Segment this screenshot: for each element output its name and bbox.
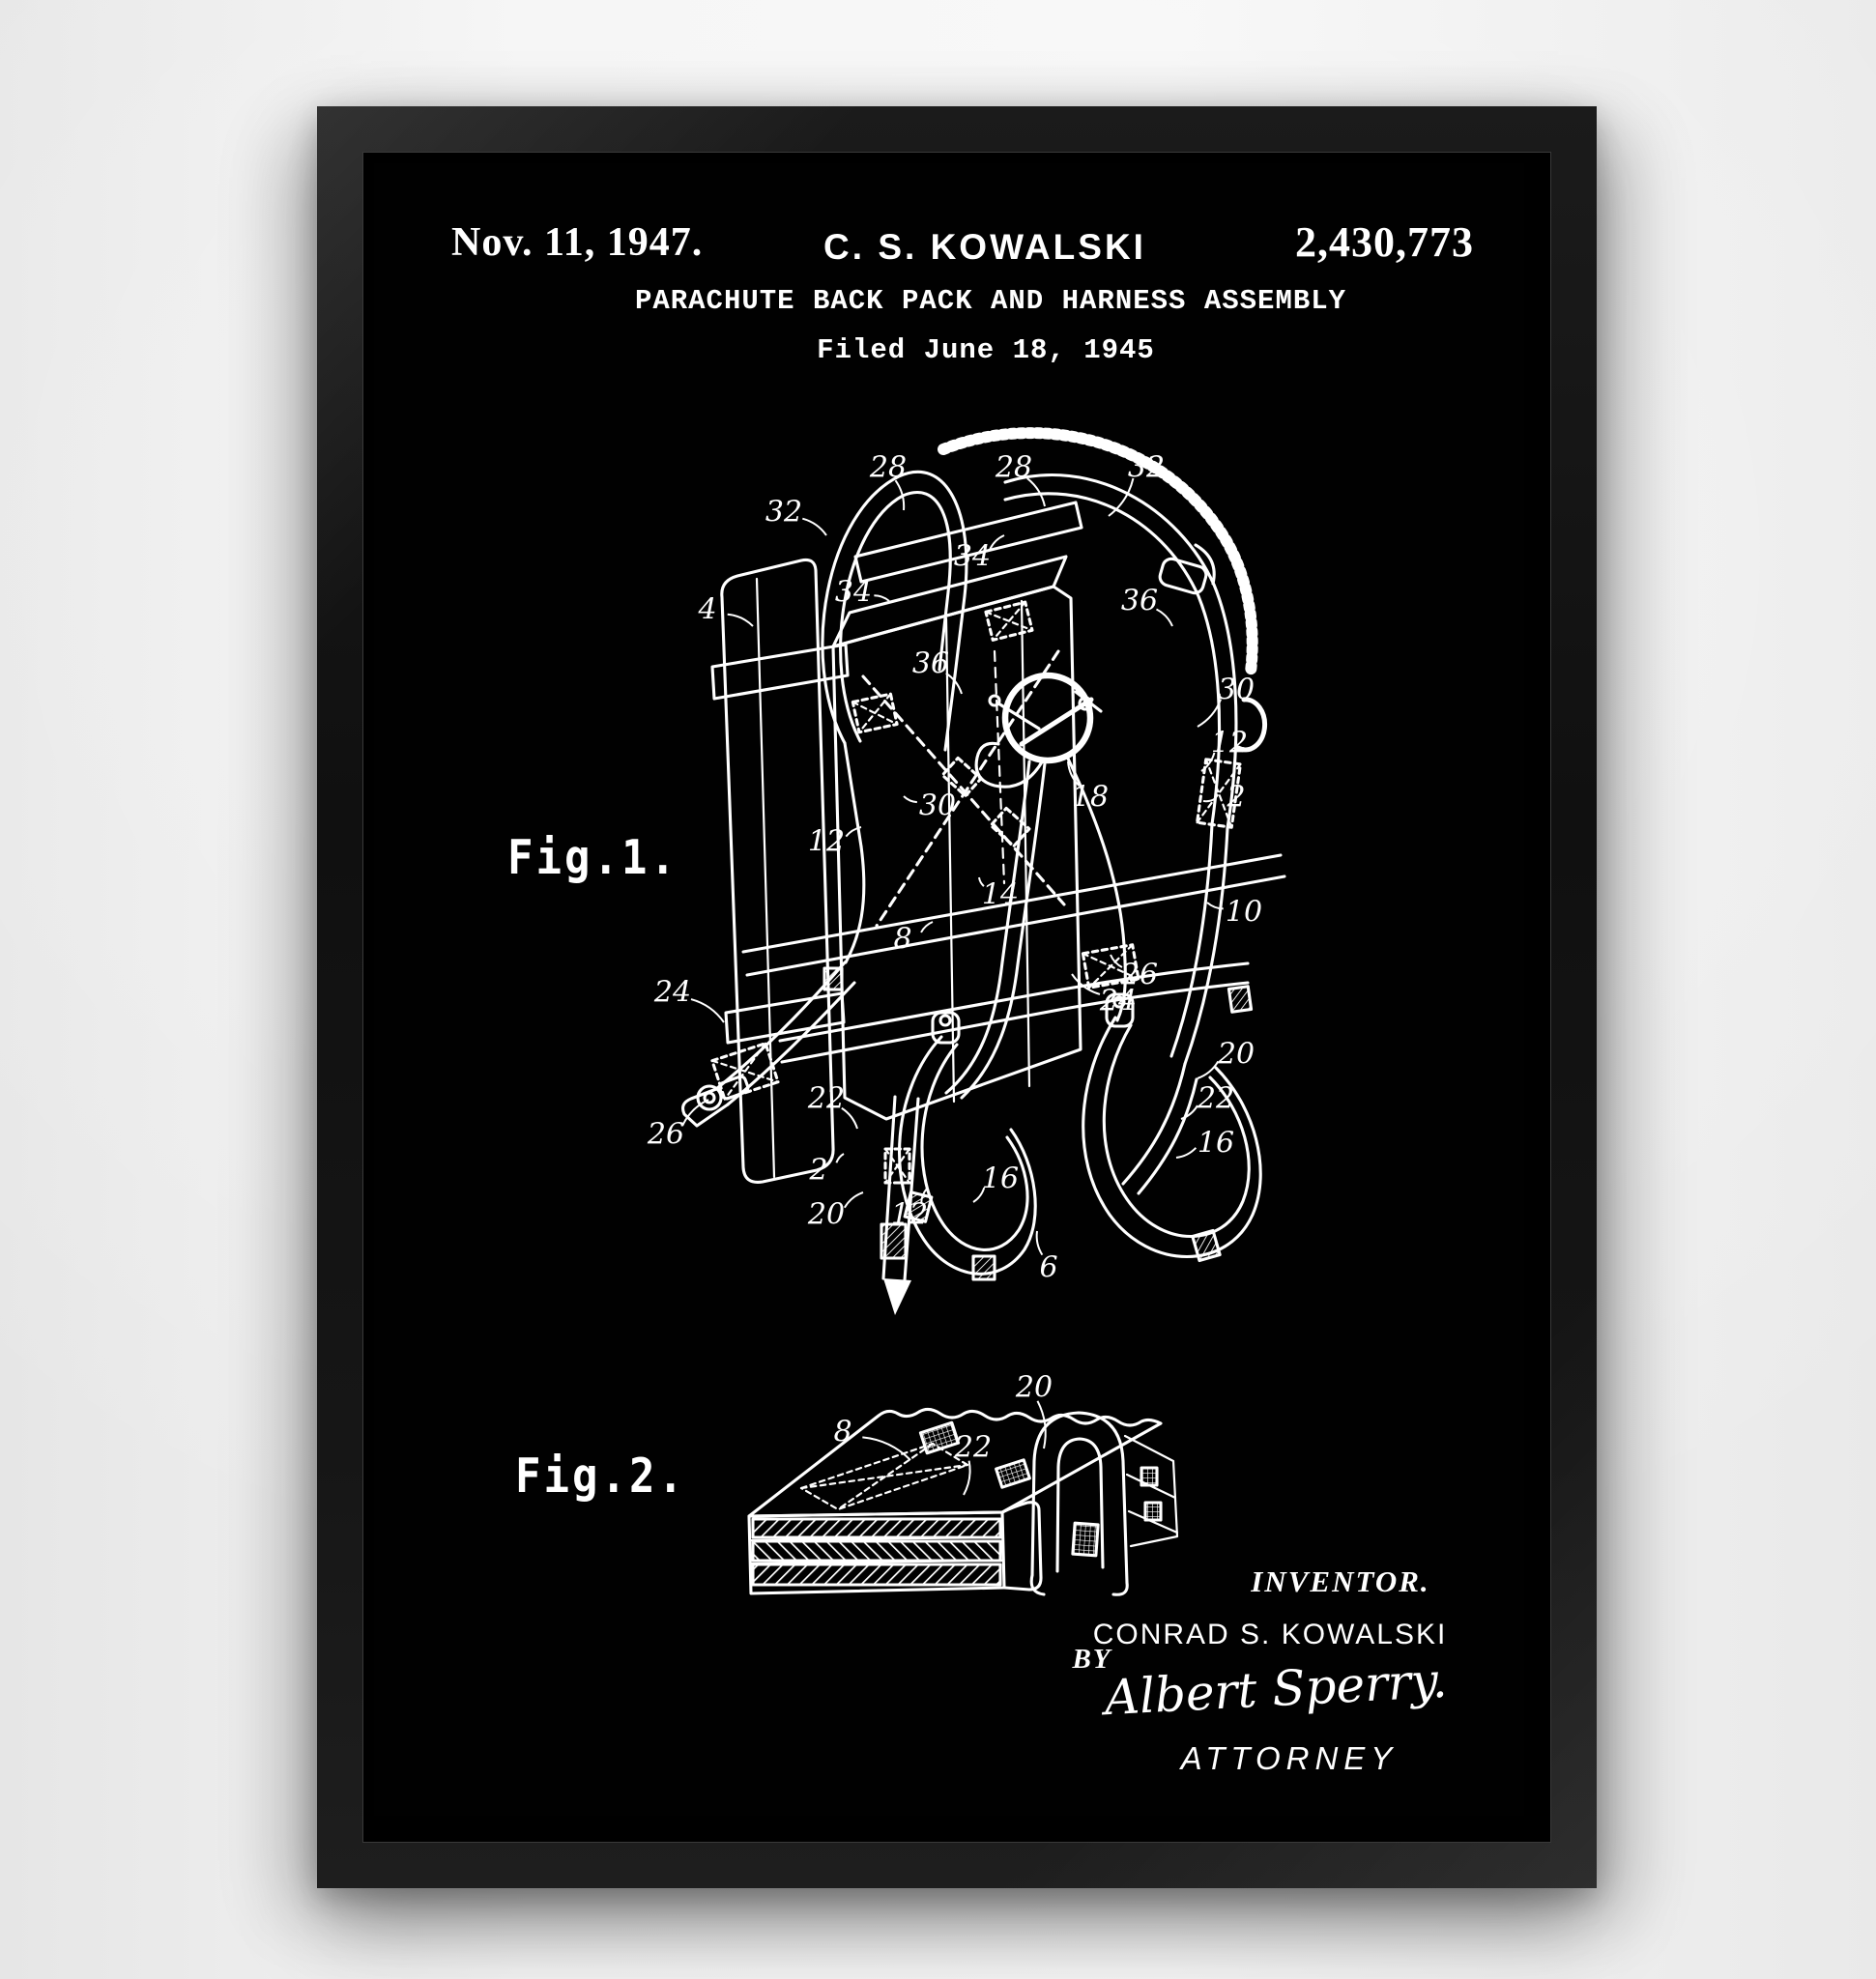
patent-number: 2,430,773	[1295, 218, 1474, 266]
svg-text:28: 28	[995, 451, 1032, 485]
patent-filed-line: Filed June 18, 1945	[817, 334, 1155, 366]
svg-text:12: 12	[1211, 727, 1248, 760]
svg-text:30: 30	[1218, 674, 1255, 707]
svg-text:14: 14	[982, 878, 1019, 912]
svg-text:28: 28	[869, 451, 907, 485]
svg-text:32: 32	[765, 496, 802, 530]
svg-text:34: 34	[954, 540, 991, 574]
patent-poster: Nov. 11, 1947. C. S. KOWALSKI 2,430,773 …	[362, 152, 1551, 1843]
by-label: BY	[1072, 1644, 1112, 1675]
picture-frame: Nov. 11, 1947. C. S. KOWALSKI 2,430,773 …	[317, 106, 1597, 1888]
svg-text:36: 36	[912, 647, 949, 681]
inventor-name: Conrad S. Kowalski	[1092, 1619, 1448, 1650]
patent-inventor-header: C. S. KOWALSKI	[823, 227, 1146, 267]
fig2-drawing: 8 22 20	[747, 1371, 1179, 1596]
svg-text:18: 18	[1072, 781, 1109, 815]
svg-text:22: 22	[807, 1082, 845, 1116]
svg-text:12: 12	[808, 825, 845, 859]
fig2-label: Fig.2.	[515, 1448, 686, 1505]
attorney-label: ATTORNEY	[1180, 1740, 1399, 1776]
patent-date: Nov. 11, 1947.	[451, 220, 704, 265]
svg-text:8: 8	[893, 923, 911, 957]
svg-text:20: 20	[1217, 1038, 1255, 1072]
svg-text:2: 2	[808, 1154, 827, 1188]
svg-text:22: 22	[954, 1431, 992, 1465]
svg-text:24: 24	[1099, 985, 1137, 1018]
svg-text:8: 8	[833, 1416, 851, 1449]
svg-text:20: 20	[807, 1198, 845, 1232]
fig2-part-labels: 8 22 20	[833, 1371, 1053, 1496]
inventor-caption: INVENTOR.	[1251, 1564, 1430, 1598]
svg-text:12: 12	[891, 1198, 928, 1232]
svg-text:26: 26	[647, 1118, 684, 1152]
svg-text:16: 16	[982, 1162, 1019, 1196]
svg-text:32: 32	[1128, 451, 1165, 485]
svg-text:16: 16	[1198, 1127, 1234, 1161]
svg-text:10: 10	[1226, 896, 1262, 930]
attorney-signature: Albert Sperry.	[1103, 1651, 1449, 1727]
svg-text:26: 26	[1120, 959, 1158, 992]
patent-title: PARACHUTE BACK PACK AND HARNESS ASSEMBLY	[634, 285, 1347, 317]
fig1-label: Fig.1.	[507, 830, 678, 886]
svg-text:2: 2	[1226, 781, 1245, 815]
svg-text:24: 24	[653, 976, 691, 1010]
svg-text:36: 36	[1121, 585, 1158, 618]
svg-text:20: 20	[1015, 1371, 1053, 1405]
fig1-drawing: 2832283234344363630122183012148102624242…	[647, 427, 1286, 1315]
svg-text:30: 30	[919, 789, 956, 823]
svg-text:22: 22	[1197, 1082, 1234, 1116]
svg-text:34: 34	[835, 576, 872, 610]
svg-text:6: 6	[1039, 1251, 1057, 1285]
svg-text:4: 4	[697, 593, 716, 627]
